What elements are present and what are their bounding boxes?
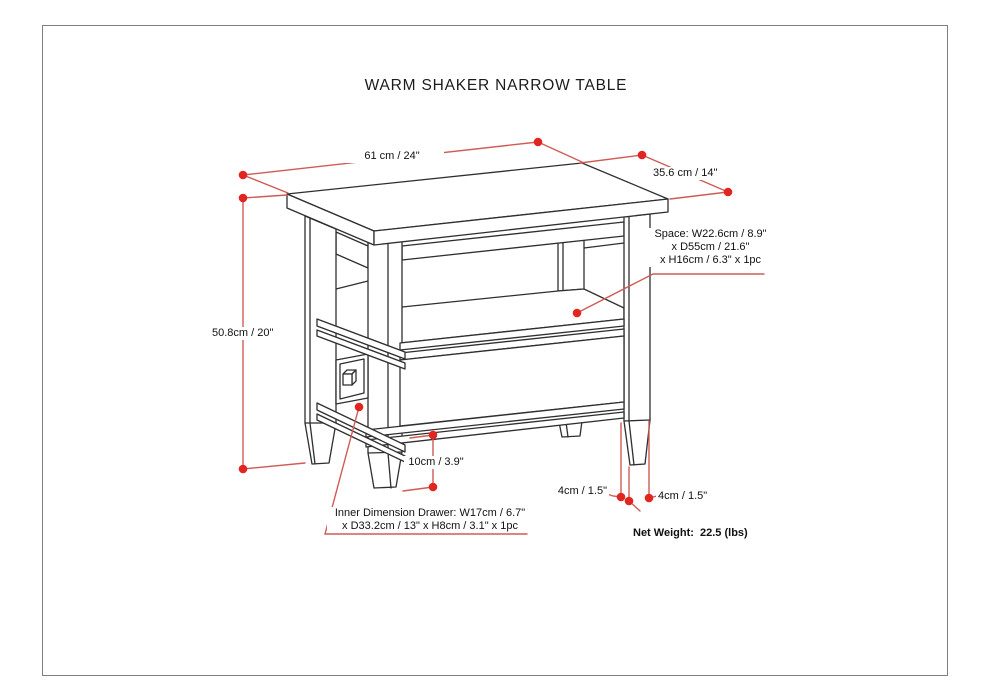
dim-height-label: 50.8cm / 20" xyxy=(210,327,282,340)
shelf-space-label: Space: W22.6cm / 8.9" x D55cm / 21.6" x … xyxy=(640,228,781,267)
dim-foot-left-label: 4cm / 1.5" xyxy=(543,485,609,498)
side-stretcher xyxy=(316,402,406,453)
dim-foot-right-label: 4cm / 1.5" xyxy=(656,490,722,503)
dim-depth-label: 35.6 cm / 14" xyxy=(651,167,725,180)
shelf-space-line2: x D55cm / 21.6" xyxy=(671,241,750,253)
front-stretcher xyxy=(365,401,625,438)
shelf-space-line1: Space: W22.6cm / 8.9" xyxy=(654,228,767,240)
drawer-dimension-line1: Inner Dimension Drawer: W17cm / 6.7" xyxy=(334,507,526,519)
shelf-front-rail xyxy=(399,318,625,351)
dim-space-leader xyxy=(576,273,765,314)
shelf-space-line3: x H16cm / 6.3" x 1pc xyxy=(659,254,762,266)
page-title: WARM SHAKER NARROW TABLE xyxy=(364,77,628,94)
dimension-lines xyxy=(242,141,765,535)
dim-foot-lines xyxy=(603,420,658,512)
dim-clearance-label: 10cm / 3.9" xyxy=(404,456,468,469)
rear-apron-line xyxy=(583,242,625,249)
dimension-dots xyxy=(238,137,733,506)
dim-drawer-leader xyxy=(324,406,528,535)
drawer-dimension-label: Inner Dimension Drawer: W17cm / 6.7" x D… xyxy=(327,507,533,533)
net-weight-label: Net Weight: 22.5 (lbs) xyxy=(631,527,775,540)
shelf-side-rail xyxy=(316,318,406,360)
dim-width-label: 61 cm / 24" xyxy=(340,150,444,163)
rear-leg xyxy=(557,239,585,292)
drawer-dimension-line2: x D33.2cm / 13" x H8cm / 3.1" x 1pc xyxy=(342,520,518,532)
page-border xyxy=(42,25,948,676)
